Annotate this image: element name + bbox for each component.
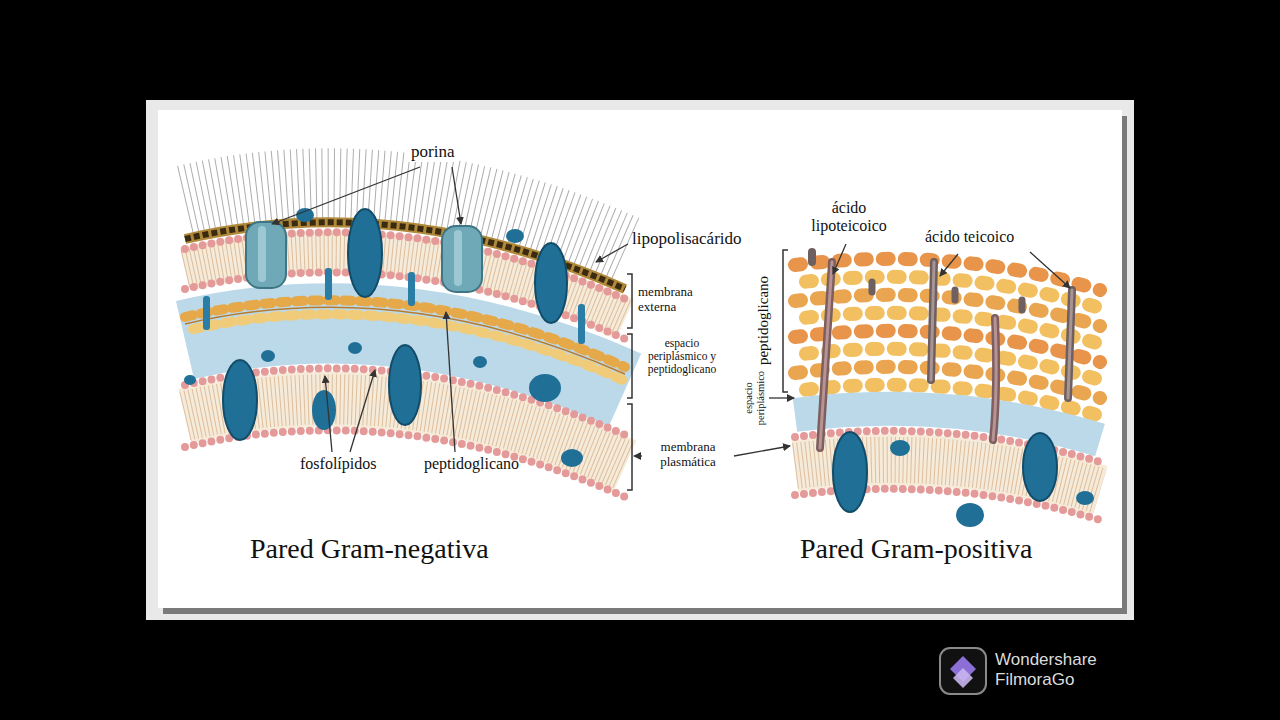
panel-caption: Pared Gram-positiva [800,533,1120,565]
watermark: Wondershare FilmoraGo [995,650,1120,690]
part-label: ácido lipoteicoico [803,199,895,236]
layer-label: membrana externa [638,285,724,315]
part-label: ácido teicoico [925,228,1055,246]
part-label: fosfolípidos [300,455,410,473]
layer-label: espacio periplásmico y peptidoglicano [636,337,728,377]
layer-label: espacio periplásmico [743,356,767,440]
panel-caption: Pared Gram-negativa [250,533,590,565]
layer-label: membrana plasmática [644,440,732,470]
part-label: peptidoglicano [424,455,554,473]
part-label: lipopolisacárido [632,229,792,249]
part-label: porina [408,142,457,162]
